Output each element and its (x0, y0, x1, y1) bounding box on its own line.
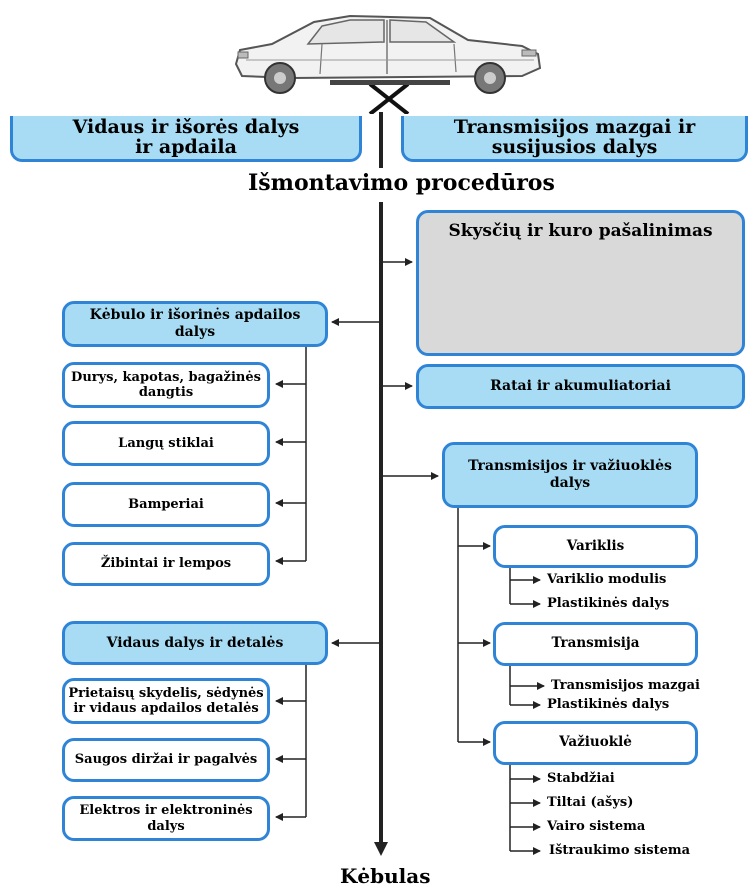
body-item-3-label: Bamperiai (128, 496, 204, 512)
chassis-label: Važiuoklė (559, 734, 632, 751)
interior-item-2-box: Saugos diržai ir pagalvės (62, 738, 270, 782)
wheels-box: Ratai ir akumuliatoriai (416, 364, 745, 409)
transmission-box: Transmisija (493, 622, 698, 666)
engine-item-1: Variklio modulis (547, 572, 667, 587)
chassis-item-3: Vairo sistema (547, 819, 646, 834)
diagram-title: Išmontavimo procedūros (248, 170, 555, 196)
body-item-4-label: Žibintai ir lempos (100, 556, 232, 572)
interior-item-1-label: Prietaisų skydelis, sėdynės ir vidaus ap… (68, 685, 264, 716)
lift-icon (330, 80, 450, 114)
car-icon (234, 14, 542, 114)
interior-item-3-box: Elektros ir elektroninės dalys (62, 796, 270, 841)
bottom-title: Kėbulas (340, 864, 431, 888)
engine-item-2: Plastikinės dalys (547, 596, 670, 611)
body-item-2-box: Langų stiklai (62, 421, 270, 466)
interior-exterior-label: Vidaus ir išorės dalys ir apdaila (72, 115, 300, 158)
engine-label: Variklis (566, 537, 625, 554)
interior-exterior-box: Vidaus ir išorės dalys ir apdaila (10, 116, 362, 162)
body-group-box: Kėbulo ir išorinės apdailos dalys (62, 301, 328, 347)
wheels-label: Ratai ir akumuliatoriai (490, 378, 671, 395)
transmission-assemblies-box: Transmisijos mazgai ir susijusios dalys (401, 116, 748, 162)
chassis-item-1: Stabdžiai (547, 771, 615, 786)
fluids-box: Skysčių ir kuro pašalinimas (416, 210, 745, 356)
transmission-assemblies-label: Transmisijos mazgai ir susijusios dalys (453, 115, 696, 158)
body-item-1-label: Durys, kapotas, bagažinės dangtis (71, 369, 261, 400)
body-item-3-box: Bamperiai (62, 482, 270, 527)
body-item-2-label: Langų stiklai (118, 435, 214, 451)
transmission-group-label: Transmisijos ir važiuoklės dalys (468, 458, 672, 491)
interior-group-box: Vidaus dalys ir detalės (62, 621, 328, 665)
body-item-4-box: Žibintai ir lempos (62, 542, 270, 586)
fluids-label: Skysčių ir kuro pašalinimas (448, 221, 713, 241)
chassis-item-4: Ištraukimo sistema (549, 843, 691, 858)
transmission-label: Transmisija (551, 635, 640, 652)
interior-group-label: Vidaus dalys ir detalės (106, 634, 284, 651)
interior-item-3-label: Elektros ir elektroninės dalys (79, 803, 253, 834)
transmission-item-2: Plastikinės dalys (547, 697, 670, 712)
body-group-label: Kėbulo ir išorinės apdailos dalys (89, 307, 301, 340)
interior-item-2-label: Saugos diržai ir pagalvės (74, 752, 258, 768)
transmission-item-1: Transmisijos mazgai (551, 678, 700, 693)
interior-item-1-box: Prietaisų skydelis, sėdynės ir vidaus ap… (62, 678, 270, 724)
body-item-1-box: Durys, kapotas, bagažinės dangtis (62, 362, 270, 408)
transmission-group-box: Transmisijos ir važiuoklės dalys (442, 442, 698, 508)
chassis-box: Važiuoklė (493, 721, 698, 765)
chassis-item-2: Tiltai (ašys) (547, 795, 634, 810)
engine-box: Variklis (493, 525, 698, 568)
